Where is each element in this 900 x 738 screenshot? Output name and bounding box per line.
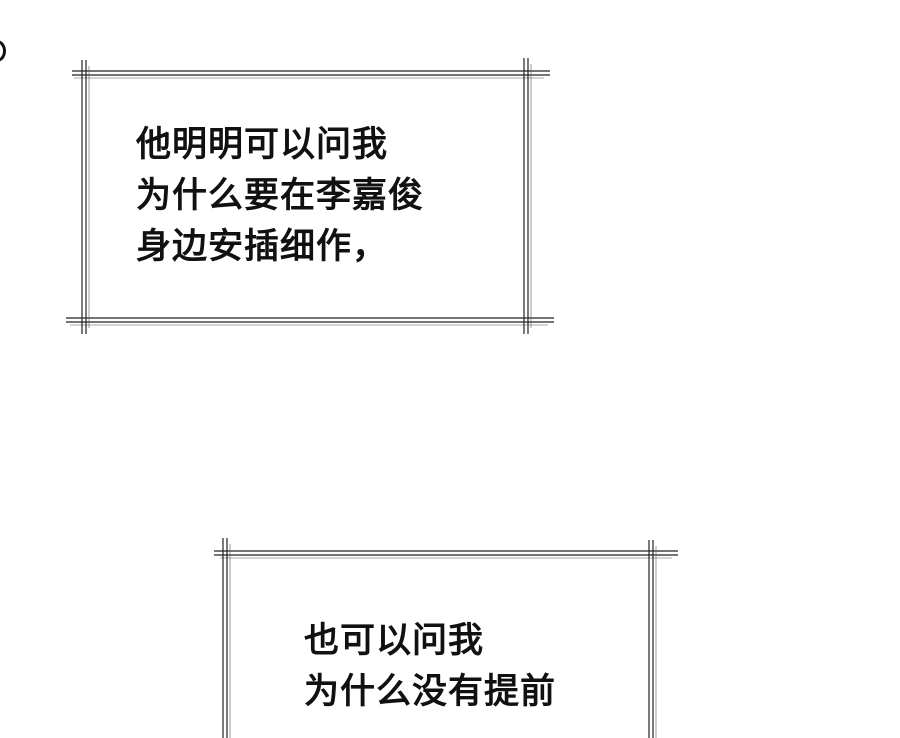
caption-box-2: 也可以问我 为什么没有提前	[212, 538, 680, 738]
caption-line: 他明明可以问我	[136, 125, 389, 165]
caption-line: 也可以问我	[304, 621, 485, 661]
panel-edge-mark	[0, 40, 6, 62]
caption-line: 为什么没有提前	[304, 672, 557, 712]
caption-line: 为什么要在李嘉俊	[136, 176, 425, 216]
caption-frame-1	[66, 58, 554, 334]
caption-text-1: 他明明可以问我 为什么要在李嘉俊 身边安插细作，	[136, 120, 424, 273]
caption-box-1: 他明明可以问我 为什么要在李嘉俊 身边安插细作，	[64, 58, 554, 336]
caption-text-2: 也可以问我 为什么没有提前	[304, 616, 556, 718]
caption-line: 身边安插细作，	[136, 227, 389, 267]
caption-frame-2	[214, 538, 678, 738]
